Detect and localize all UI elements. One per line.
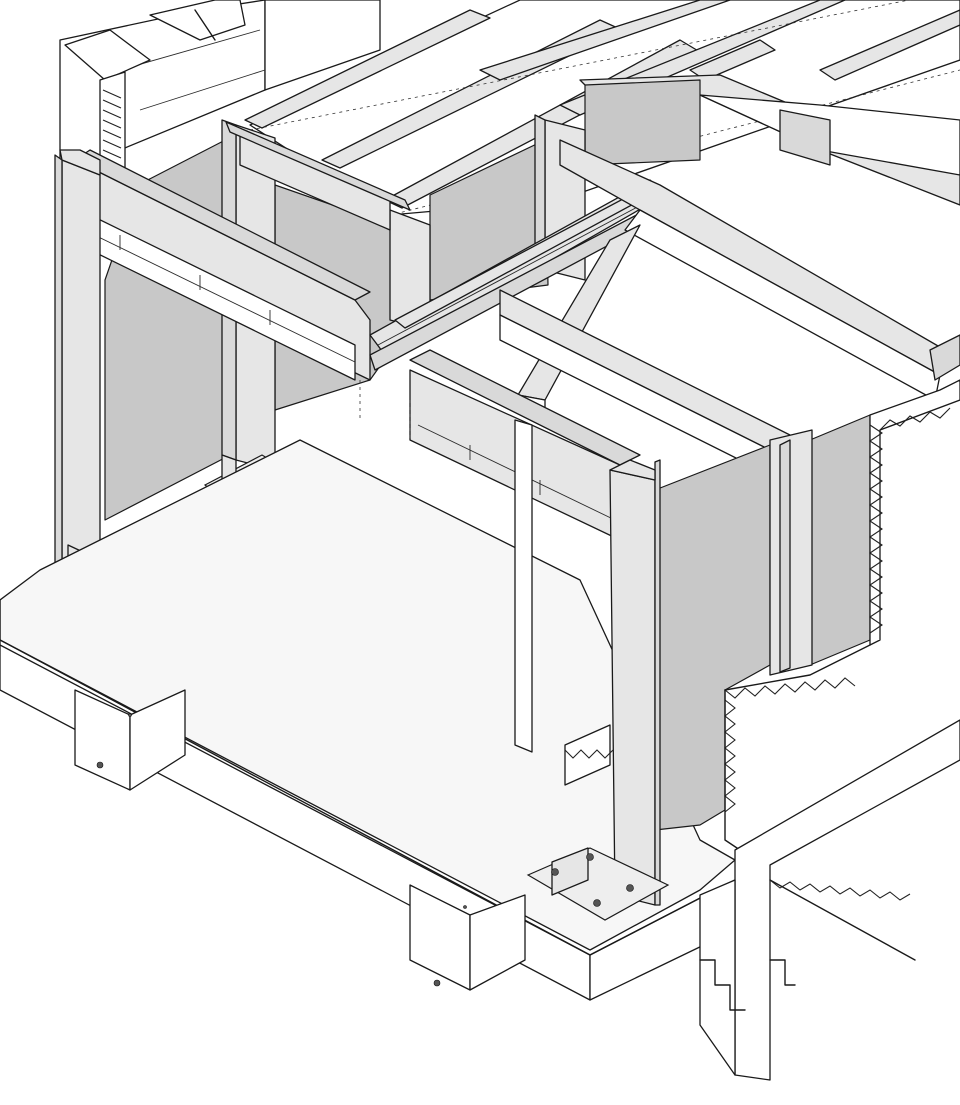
upper-back-beam [225,121,411,231]
right-side-panel [654,414,871,831]
thin-post-under-girder [359,380,533,753]
insulation-wall-section [724,379,960,851]
long-beam-right [559,139,960,401]
roof-ridge [149,0,246,41]
cross-girder [369,179,666,371]
front-right-column [526,459,670,921]
foundation-footings [74,689,526,991]
step-detail [564,724,614,786]
middle-beam [499,289,791,481]
ground-section [699,719,960,1081]
floor-slab [0,439,736,1001]
